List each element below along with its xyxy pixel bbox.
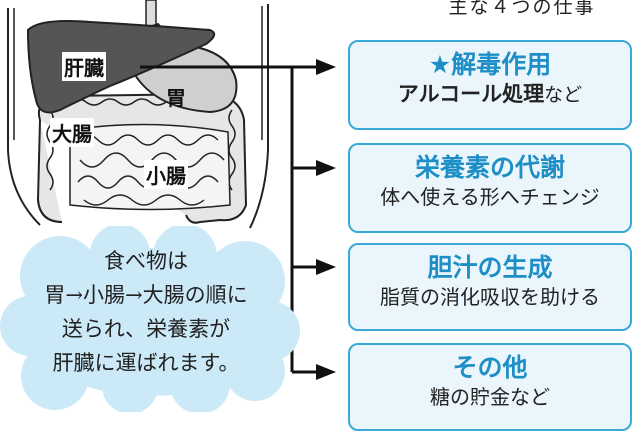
cloud-message: 食べ物は 胃→小腸→大腸の順に 送られ、栄養素が 肝臓に運ばれます。 <box>8 244 284 380</box>
cloud-line-2: 胃→小腸→大腸の順に <box>44 283 248 307</box>
arrow-head-1 <box>316 59 336 75</box>
function-box-other: その他 糖の貯金など <box>348 343 632 431</box>
cloud-line-1: 食べ物は <box>104 249 188 273</box>
function-title: 栄養素の代謝 <box>414 153 565 182</box>
stomach-label: 胃 <box>166 86 186 110</box>
function-desc-tail: など <box>544 84 583 106</box>
cloud-line-4: 肝臓に運ばれます。 <box>52 351 240 375</box>
function-desc: 脂質の消化吸収を助ける <box>380 285 600 309</box>
function-title: 胆汁の生成 <box>427 253 553 282</box>
body-outline-right <box>249 4 269 229</box>
function-title: ★解毒作用 <box>428 50 552 79</box>
arrow-head-3 <box>316 259 336 275</box>
function-box-bile: 胆汁の生成 脂質の消化吸収を助ける <box>348 243 632 331</box>
function-title: その他 <box>452 353 528 382</box>
section-header: 主な４つの仕事 <box>448 0 596 18</box>
info-cloud <box>0 226 300 412</box>
function-box-detox: ★解毒作用 アルコール処理など <box>348 40 632 130</box>
cloud-line-3: 送られ、栄養素が <box>61 317 231 341</box>
function-desc: 体へ使える形へチェンジ <box>380 185 600 209</box>
liver-label: 肝臓 <box>62 52 106 81</box>
function-desc: アルコール処理など <box>350 80 630 109</box>
function-box-metabolism: 栄養素の代謝 体へ使える形へチェンジ <box>348 143 632 233</box>
body-outline <box>7 8 41 226</box>
liver <box>26 20 216 114</box>
small-intestine-label: 小腸 <box>144 160 188 189</box>
arrow-head-4 <box>316 364 336 380</box>
digestive-organs-illustration <box>7 0 269 229</box>
function-desc: 糖の貯金など <box>430 385 550 409</box>
arrow-head-2 <box>316 160 336 176</box>
function-desc-bold: アルコール処理 <box>397 82 545 106</box>
large-intestine-label: 大腸 <box>50 118 94 147</box>
